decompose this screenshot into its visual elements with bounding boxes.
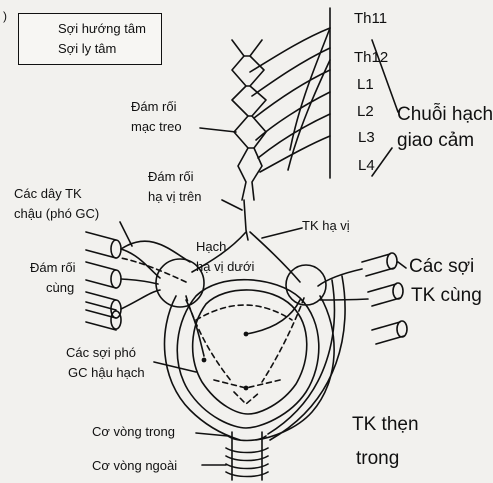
sacral-fibers-label-1: Các sợi (409, 257, 474, 277)
segment-l1: L1 (357, 77, 374, 93)
postganglionic-label-2: GC hậu hạch (68, 366, 145, 380)
mesenteric-pointer (200, 128, 236, 132)
sympathetic-fibers (250, 28, 330, 172)
bladder-inner (193, 290, 307, 414)
sacral-plexus-label-1: Đám rối (30, 261, 76, 275)
sympathetic-chain-label-2: giao cảm (397, 131, 474, 151)
pelvic-pointer (120, 222, 132, 246)
sympathetic-chain-label-1: Chuỗi hạch (397, 105, 493, 125)
segment-l3: L3 (358, 130, 375, 146)
pelvic-nerves-label-2: chậu (phó GC) (14, 207, 99, 221)
hypogastric-nerve-label: TK hạ vị (302, 219, 350, 233)
pudendal-label-1: TK thẹn (352, 415, 419, 435)
sacral-fibers-label-2: TK cùng (411, 286, 482, 306)
segment-th12: Th12 (354, 50, 388, 66)
inf-hypogastric-label-1: Hạch (196, 240, 226, 254)
legend-afferent-label: Sợi hướng tâm (58, 22, 146, 36)
bladder-outer (177, 280, 319, 428)
bladder-wall-right (256, 296, 334, 440)
pudendal-label-2: trong (356, 449, 399, 469)
segment-th11: Th11 (354, 11, 387, 27)
pelvic-nerves-label-1: Các dây TK (14, 187, 82, 201)
sup-hypogastric-pointer (222, 200, 242, 210)
sacral-plexus-label-2: cùng (46, 281, 74, 295)
postganglionic-pointer (154, 362, 196, 372)
pelvic-nerve-roots (86, 232, 190, 330)
internal-sphincter-label: Cơ vòng trong (92, 425, 175, 439)
sacral-fiber-cylinders (318, 253, 407, 344)
postganglionic-label-1: Các sợi phó (66, 346, 136, 360)
hypogastric-right (250, 232, 300, 282)
mesenteric-plexus-label-2: mạc treo (131, 120, 182, 134)
ganglion-dots (202, 332, 249, 391)
segment-l4: L4 (358, 158, 375, 174)
sup-hypogastric-label-1: Đám rối (148, 170, 194, 184)
legend-efferent-label: Sợi ly tâm (58, 42, 116, 56)
inf-hypogastric-label-2: hạ vị dưới (196, 260, 254, 274)
hypogastric-nerve-pointer (262, 228, 302, 238)
afferent-fibers (121, 258, 304, 404)
segment-l2: L2 (357, 104, 374, 120)
mesenteric-chain-left (232, 40, 248, 200)
mesenteric-plexus-label-1: Đám rối (131, 100, 177, 114)
external-sphincter-label: Cơ vòng ngoài (92, 459, 177, 473)
stray-mark: ) (3, 9, 7, 23)
sup-hypogastric-label-2: hạ vị trên (148, 190, 201, 204)
